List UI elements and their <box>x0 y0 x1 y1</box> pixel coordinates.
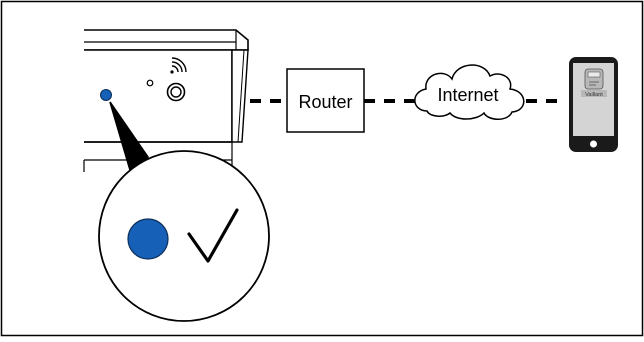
router-node: Router <box>286 68 365 133</box>
indicator-hole <box>146 79 154 87</box>
status-led-zoom <box>127 218 169 260</box>
phone-home-button <box>590 140 597 148</box>
phone-brand: Vaillant <box>585 92 603 98</box>
cloud-label: Internet <box>437 85 498 105</box>
wps-button[interactable] <box>166 82 186 102</box>
smartphone: Vaillant <box>569 57 618 152</box>
app-thumbnail: Vaillant <box>581 68 607 98</box>
magnified-detail <box>98 150 270 322</box>
cloud-icon: Internet <box>414 64 525 120</box>
device-unit <box>83 29 249 172</box>
wifi-icon <box>170 57 187 74</box>
router-label: Router <box>298 92 352 112</box>
status-led <box>100 89 112 101</box>
check-icon <box>187 208 239 263</box>
